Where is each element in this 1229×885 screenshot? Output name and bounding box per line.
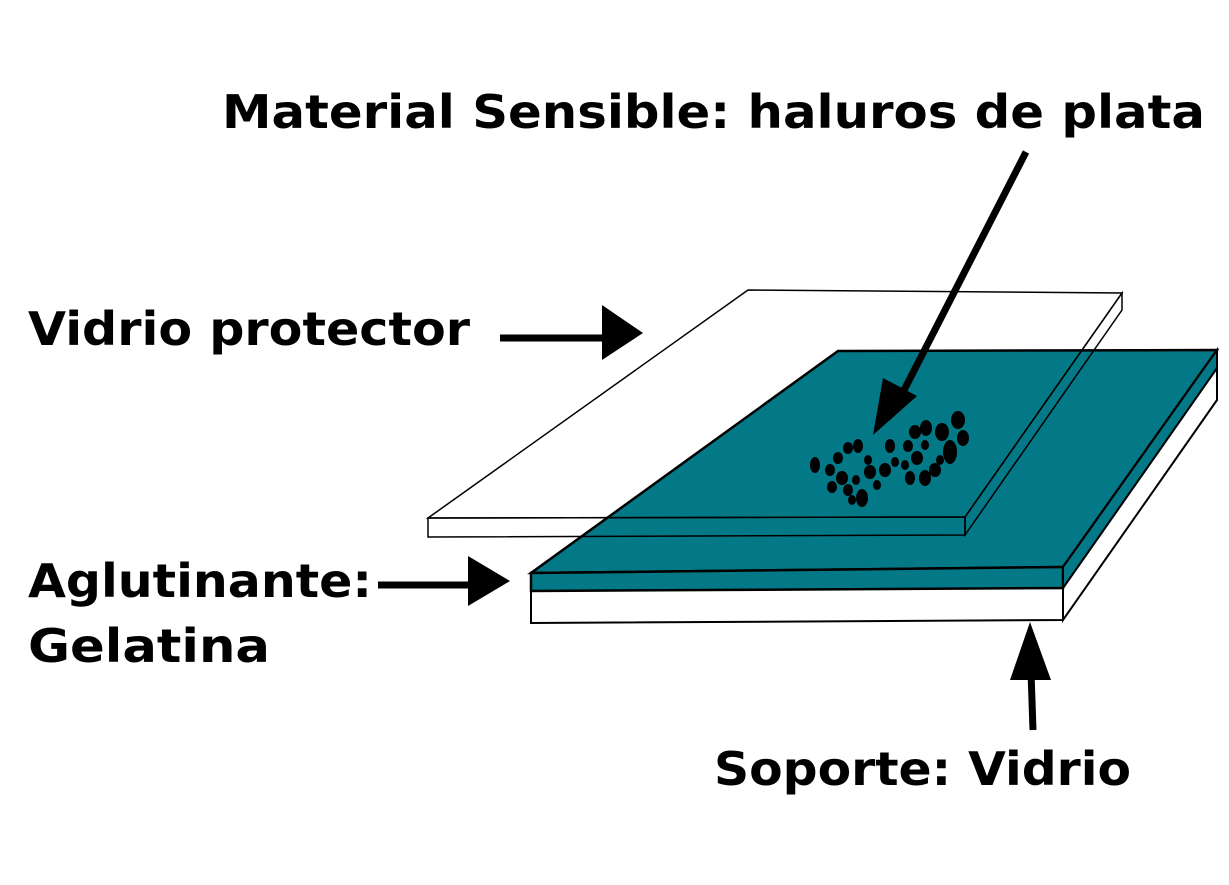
silver-halide-grains <box>810 411 969 507</box>
arrow-vidrio-protector-icon <box>500 305 643 360</box>
label-material-sensible: Material Sensible: haluros de plata <box>222 85 1205 139</box>
support-glass <box>530 364 1218 625</box>
protective-glass <box>425 289 1124 538</box>
label-vidrio-protector: Vidrio protector <box>28 302 470 356</box>
label-gelatina: Gelatina <box>28 619 270 673</box>
label-aglutinante: Aglutinante: <box>28 554 372 608</box>
arrow-material-icon <box>873 150 1030 435</box>
arrow-aglutinante-icon <box>378 556 510 606</box>
label-soporte-vidrio: Soporte: Vidrio <box>714 742 1131 796</box>
arrow-soporte-icon <box>1010 622 1051 731</box>
